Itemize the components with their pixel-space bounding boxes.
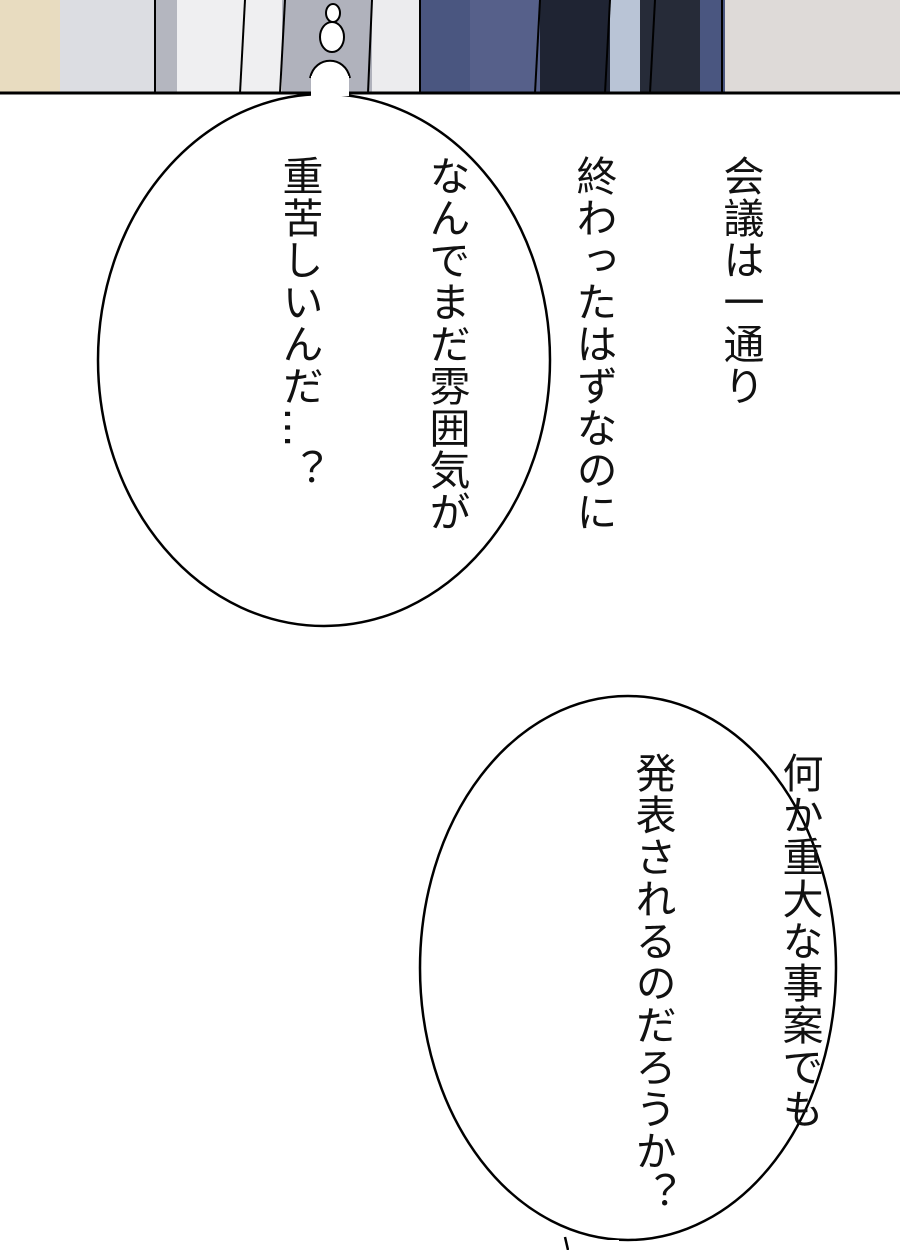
bubble-2-line-1: 何か重大な事案でも: [775, 752, 823, 1130]
thought-bubble-1: [96, 3, 552, 628]
bubble-1-line-4: 重苦しいんだ…？: [275, 155, 323, 491]
bubble-1-line-2: 終わったはずなのに: [569, 155, 617, 533]
bubble-1-text: 会議は一通り 終わったはずなのに なんでまだ雰囲気が 重苦しいんだ…？: [225, 155, 862, 533]
speech-bubble-2: [418, 694, 838, 1250]
bubble-1-line-3: なんでまだ雰囲気が: [422, 155, 470, 533]
bubble-2-text: 何か重大な事案でも 発表されるのだろうか？: [578, 752, 900, 1214]
bubble-2-line-2: 発表されるのだろうか？: [628, 752, 676, 1214]
top-panel: [0, 0, 900, 95]
bubble-1-line-1: 会議は一通り: [716, 155, 764, 407]
